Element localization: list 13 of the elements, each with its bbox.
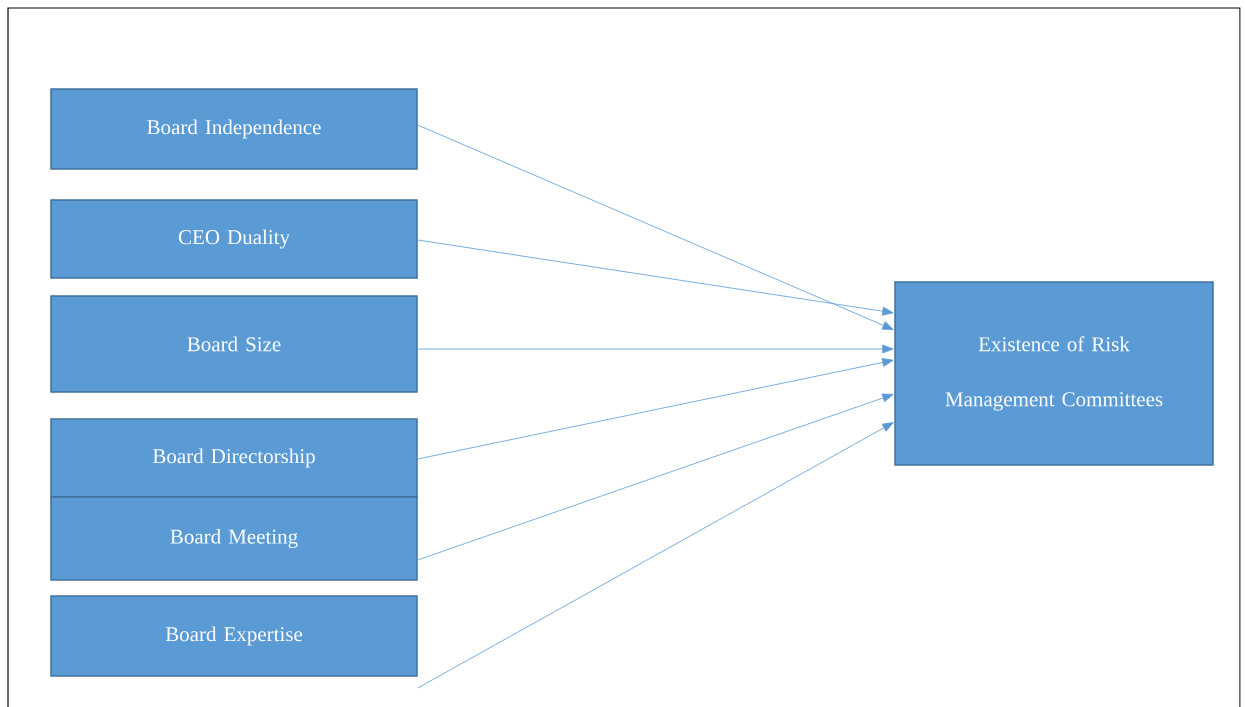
factor-box: Board Expertise [50,595,418,677]
factor-box: Board Meeting [50,496,418,581]
factor-box: CEO Duality [50,199,418,279]
arrow [417,358,894,460]
arrow [417,124,894,330]
arrow [417,239,894,316]
factor-box: Board Size [50,295,418,393]
factor-box: Board Directorship [50,418,418,498]
arrow [417,422,894,689]
arrow [417,393,894,561]
outcome-box: Existence of Risk Management Committees [894,281,1214,466]
arrow [417,344,894,354]
factor-box: Board Independence [50,88,418,170]
